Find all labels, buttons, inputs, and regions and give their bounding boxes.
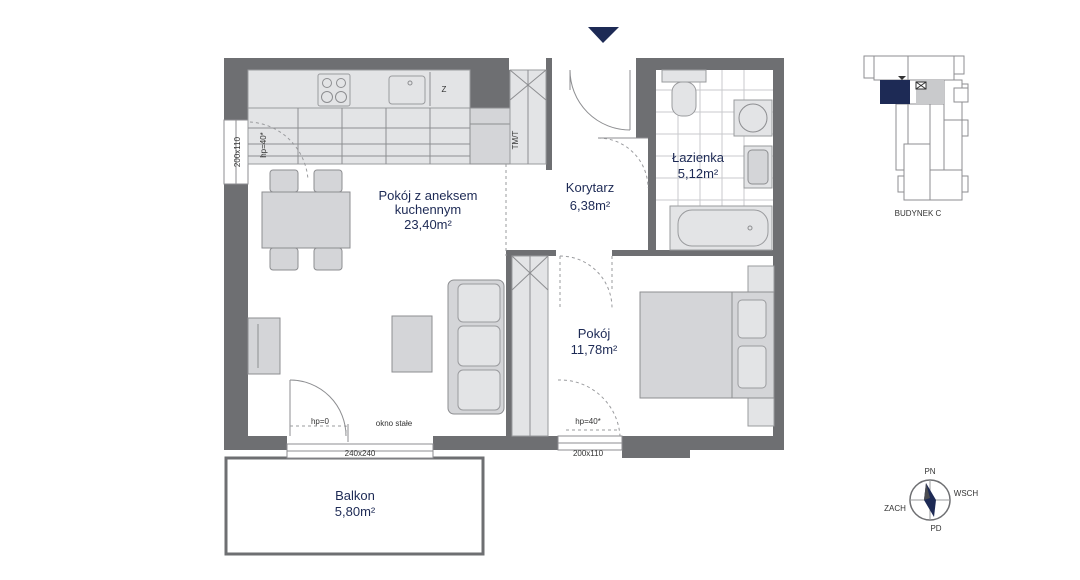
key-plan: BUDYNEK C <box>863 55 969 218</box>
tv-cabinet <box>247 317 281 375</box>
corridor-doors <box>505 69 649 309</box>
key-plan-highlight <box>880 80 910 104</box>
window-left-hp: hp=40* <box>259 132 268 158</box>
sofa <box>447 279 505 415</box>
living-room-name-1: Pokój z aneksem <box>379 188 478 203</box>
living-room-name-2: kuchennym <box>395 202 461 217</box>
entrance-arrow-icon <box>588 27 619 43</box>
bedroom-area: 11,78m² <box>571 342 618 357</box>
window-left-swing <box>249 121 309 181</box>
bathroom-area: 5,12m² <box>678 166 719 181</box>
bedroom-window-size: 200x110 <box>573 449 604 458</box>
kitchen-counter: Z TM/T <box>247 69 547 165</box>
balcony-door-size: 240x240 <box>345 449 376 458</box>
living-room-area: 23,40m² <box>404 217 452 232</box>
bathroom-fixtures <box>656 69 773 251</box>
compass-east: WSCH <box>954 489 979 498</box>
walls <box>223 58 784 458</box>
balcony <box>224 443 485 556</box>
compass-south: PD <box>930 524 941 533</box>
tm-label: TM/T <box>511 131 520 150</box>
bedroom-window-swing <box>557 379 621 437</box>
kitchen-z-label: Z <box>442 85 447 94</box>
compass-west: ZACH <box>884 504 906 513</box>
bed <box>639 265 775 427</box>
coffee-table <box>391 315 433 373</box>
bedroom-name: Pokój <box>578 326 611 341</box>
corridor-name: Korytarz <box>566 180 614 195</box>
corridor-area: 6,38m² <box>570 198 611 213</box>
key-plan-label: BUDYNEK C <box>895 209 942 218</box>
fixed-window-label: okno stałe <box>376 419 413 428</box>
dining-table <box>261 169 351 271</box>
balcony-area: 5,80m² <box>335 504 376 519</box>
wardrobe <box>511 255 549 437</box>
window-left-size: 200x110 <box>233 136 242 167</box>
compass-north: PN <box>924 467 935 476</box>
balcony-door-hp: hp=0 <box>311 417 330 426</box>
balcony-name: Balkon <box>335 488 375 503</box>
bedroom-window-hp: hp=40* <box>575 417 601 426</box>
bathroom-name: Łazienka <box>672 150 725 165</box>
compass-icon: PN WSCH ZACH PD <box>884 467 978 533</box>
